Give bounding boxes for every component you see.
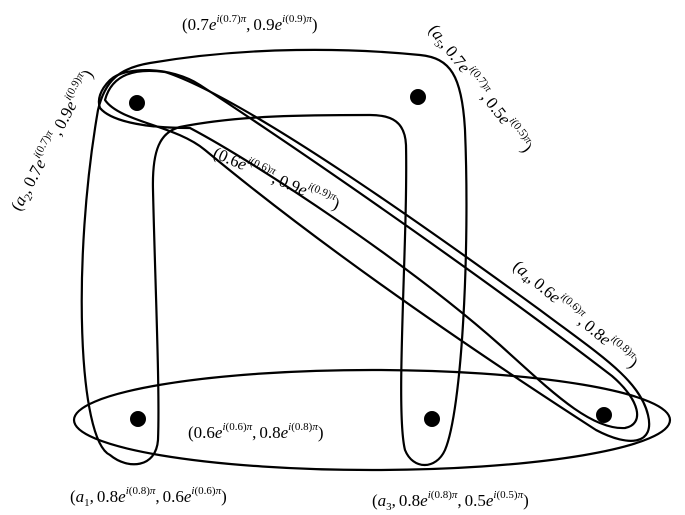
vertex-a5 xyxy=(410,89,426,105)
label-hyperedge-bottom: (0.6ei(0.6)π,0.8ei(0.8)π) xyxy=(188,421,324,442)
label-vertex-a3: (a3,0.8ei(0.8)π,0.5ei(0.5)π) xyxy=(372,489,529,513)
hyperedge-outer-arch xyxy=(80,48,468,466)
hyperedge-diagonal-outer xyxy=(103,69,651,442)
hyperedge-bottom-ellipse xyxy=(72,368,672,472)
hyperedge-diagonal-inner xyxy=(97,68,639,430)
label-vertex-a2: (a2,0.7ei(0.7)π,0.9ei(0.9)π) xyxy=(5,66,100,216)
vertex-a1 xyxy=(130,411,146,427)
vertex-a4 xyxy=(596,407,612,423)
label-vertex-a4: (a4,0.6ei(0.6)π,0.8ei(0.8)π) xyxy=(508,255,644,374)
label-vertex-a1: (a1,0.8ei(0.8)π,0.6ei(0.6)π) xyxy=(70,485,227,509)
label-hyperedge-middle: (0.6ei(0.6)π,0.9ei(0.9)π) xyxy=(210,141,343,213)
label-hyperedge-top: (0.7ei(0.7)π,0.9ei(0.9)π) xyxy=(182,13,318,34)
vertex-a3 xyxy=(424,411,440,427)
label-vertex-a5: (a5,0.7ei(0.7)π,0.5ei(0.5)π) xyxy=(422,20,537,158)
vertex-a2 xyxy=(129,95,145,111)
